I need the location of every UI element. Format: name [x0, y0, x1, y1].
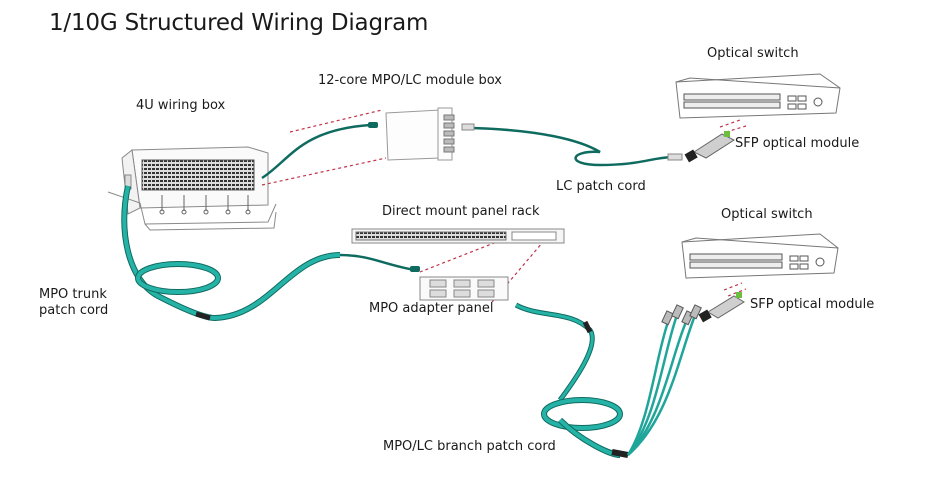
label-lc-patch-cord: LC patch cord: [556, 179, 646, 194]
label-sfp-top: SFP optical module: [735, 136, 860, 151]
lc-patch-cord: [461, 123, 683, 167]
patch-panel-icon: [351, 228, 565, 244]
label-branch-cord: MPO/LC branch patch cord: [383, 439, 556, 454]
label-adapter-panel: MPO adapter panel: [369, 301, 494, 316]
label-optical-switch-top: Optical switch: [707, 46, 799, 61]
sfp-transceiver-icon: [684, 131, 736, 163]
module-box-icon: [385, 107, 455, 161]
label-sfp-bottom: SFP optical module: [750, 297, 875, 312]
rack-enclosure-icon: [107, 146, 277, 231]
module-link-cable: [261, 123, 371, 180]
diagram-title: 1/10G Structured Wiring Diagram: [49, 10, 429, 36]
adapter-panel-icon: [419, 276, 509, 301]
label-trunk-line2: patch cord: [39, 303, 109, 318]
guide-lines: [261, 109, 747, 303]
label-panel-rack: Direct mount panel rack: [382, 204, 540, 219]
label-module-box: 12-core MPO/LC module box: [318, 73, 502, 88]
network-switch-icon: [675, 73, 841, 119]
label-optical-switch-bottom: Optical switch: [721, 207, 813, 222]
sfp-transceiver-icon: [698, 292, 745, 323]
label-trunk-line1: MPO trunk: [39, 287, 107, 302]
network-switch-icon: [681, 233, 839, 279]
mpo-lc-branch-patch-cord: [514, 302, 702, 458]
mpo-trunk-patch-cord: [121, 185, 420, 322]
label-4u-wiring-box: 4U wiring box: [136, 98, 226, 113]
